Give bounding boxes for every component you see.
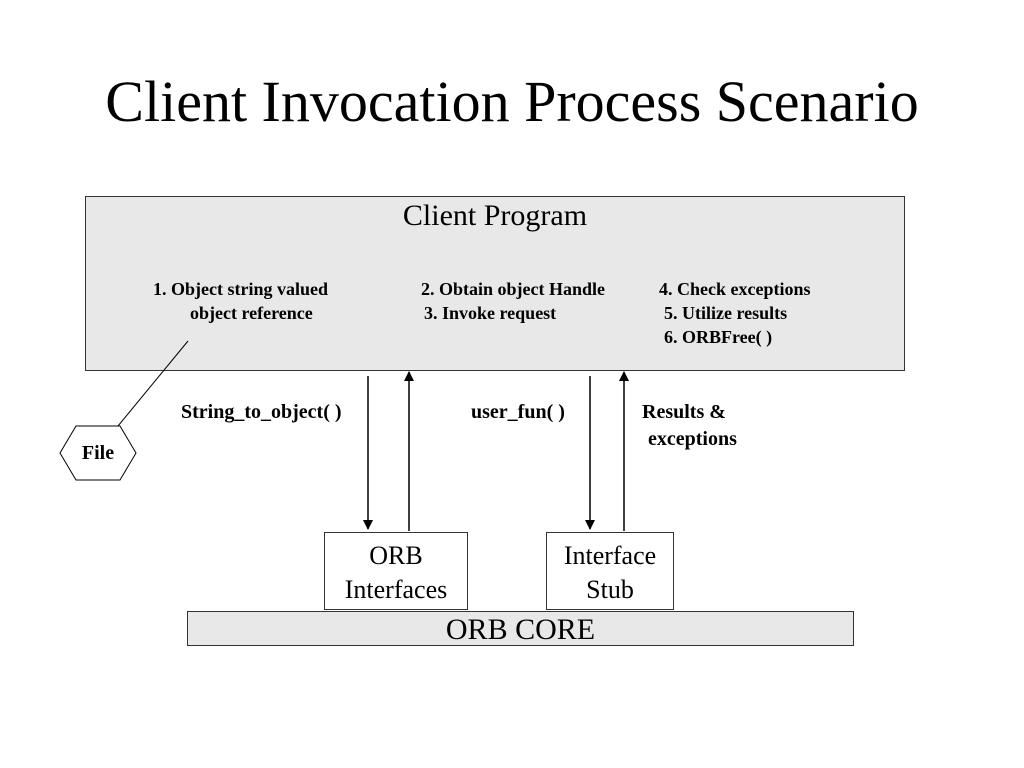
step-6: 6. ORBFree( ) — [664, 327, 773, 347]
file-connector-line — [117, 340, 189, 427]
interface-stub-line-2: Stub — [586, 575, 634, 604]
step-4: 4. Check exceptions — [659, 279, 811, 299]
user-fun-label: user_fun( ) — [471, 401, 565, 423]
file-hexagon — [59, 425, 137, 481]
results-label-line-2: exceptions — [648, 428, 737, 450]
orb-interfaces-box: ORB Interfaces — [324, 532, 468, 610]
orb-core-bar: ORB CORE — [187, 611, 854, 646]
client-program-label: Client Program — [402, 199, 588, 232]
client-program-box: Client Program 1. Object string valued o… — [85, 196, 905, 371]
orb-interfaces-line-2: Interfaces — [344, 575, 448, 604]
step-3: 3. Invoke request — [424, 303, 557, 323]
slide-title: Client Invocation Process Scenario — [105, 69, 919, 134]
interface-stub-box: Interface Stub — [546, 532, 674, 610]
file-node-label: File — [81, 442, 115, 464]
step-5: 5. Utilize results — [664, 303, 788, 323]
orb-interfaces-line-1: ORB — [369, 541, 423, 570]
step-2: 2. Obtain object Handle — [421, 279, 606, 299]
interface-stub-line-1: Interface — [563, 541, 657, 570]
step-1-line-1: 1. Object string valued — [153, 279, 328, 299]
results-label-line-1: Results & — [642, 401, 726, 423]
step-1-line-2: object reference — [190, 303, 313, 323]
string-to-object-label: String_to_object( ) — [181, 401, 342, 423]
